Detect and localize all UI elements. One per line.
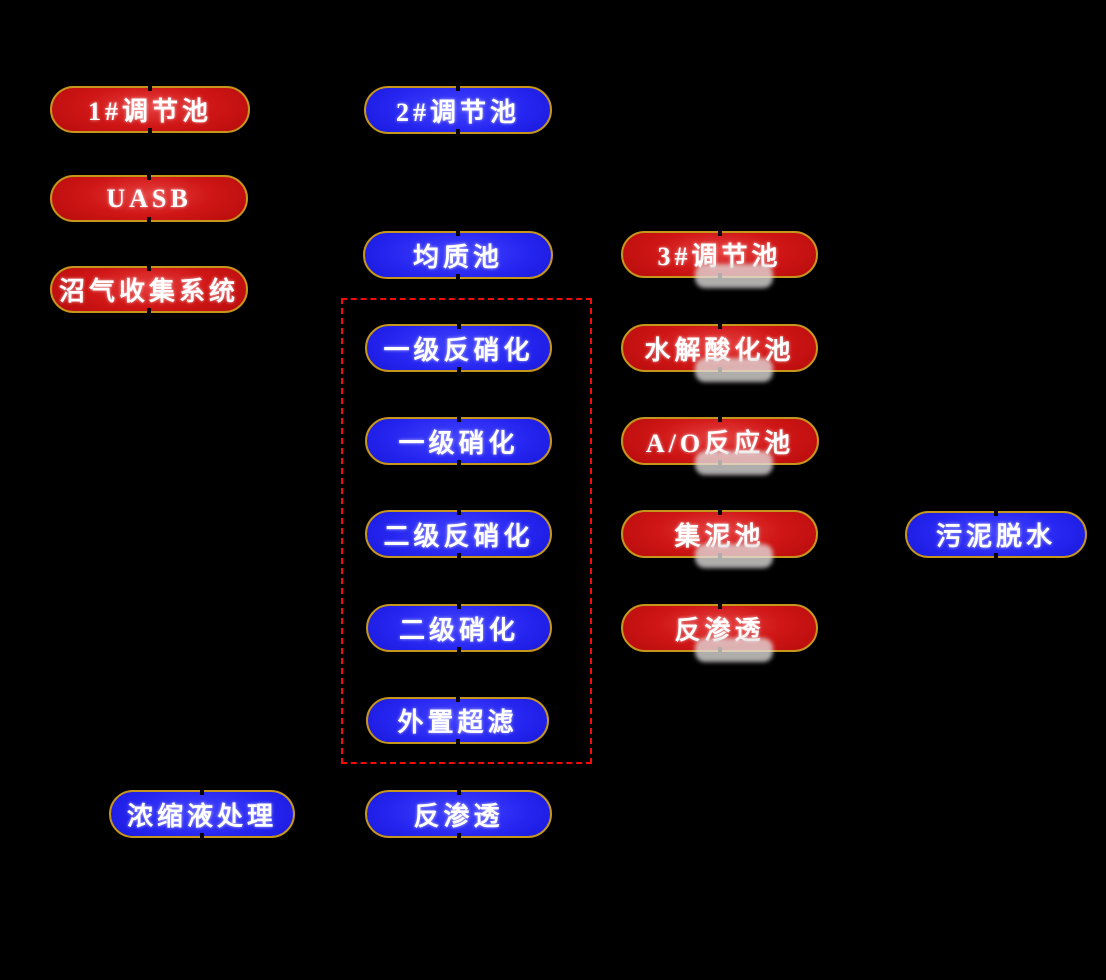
node-shadow bbox=[695, 451, 773, 475]
node-1-adjustment-tank: 1#调节池 bbox=[50, 86, 250, 133]
node-label: 一级硝化 bbox=[398, 428, 519, 458]
node-label: 反渗透 bbox=[413, 801, 504, 831]
node-label: 外置超滤 bbox=[397, 708, 518, 737]
node-secondary-nitrification: 二级硝化 bbox=[366, 604, 552, 652]
node-shadow bbox=[695, 264, 773, 288]
node-label: 污泥脱水 bbox=[935, 522, 1056, 551]
node-label: 1#调节池 bbox=[87, 97, 212, 126]
node-shadow bbox=[695, 638, 773, 662]
node-sludge-dewatering: 污泥脱水 bbox=[905, 511, 1087, 558]
node-uasb: UASB bbox=[50, 175, 248, 222]
node-secondary-denitrification: 二级反硝化 bbox=[365, 510, 552, 558]
node-label: 二级硝化 bbox=[398, 615, 519, 645]
dashed-group-box bbox=[341, 298, 592, 764]
node-label: UASB bbox=[106, 183, 192, 213]
node-label: 沼气收集系统 bbox=[58, 277, 239, 306]
node-label: 二级反硝化 bbox=[383, 521, 534, 551]
node-label: 浓缩液处理 bbox=[126, 801, 277, 831]
node-concentrate-treatment: 浓缩液处理 bbox=[109, 790, 295, 838]
node-reverse-osmosis-blue: 反渗透 bbox=[365, 790, 552, 838]
node-shadow bbox=[695, 358, 773, 382]
node-homogenization-tank: 均质池 bbox=[363, 231, 553, 279]
node-external-ultrafiltration: 外置超滤 bbox=[366, 697, 549, 744]
node-label: 2#调节池 bbox=[395, 97, 520, 127]
node-2-adjustment-tank: 2#调节池 bbox=[364, 86, 552, 134]
node-label: 均质池 bbox=[412, 242, 503, 272]
node-primary-denitrification: 一级反硝化 bbox=[365, 324, 552, 372]
node-shadow bbox=[695, 544, 773, 568]
node-primary-nitrification: 一级硝化 bbox=[365, 417, 552, 465]
node-label: 一级反硝化 bbox=[383, 335, 534, 365]
node-biogas-collection-system: 沼气收集系统 bbox=[50, 266, 248, 313]
